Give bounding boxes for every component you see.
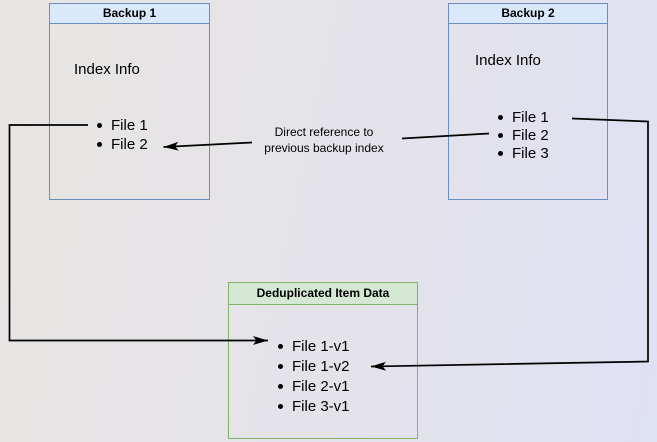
backup1-header: Backup 1 (50, 4, 209, 24)
item-label: File 3-v1 (292, 397, 350, 415)
item-label: File 3 (512, 144, 549, 162)
backup2-header: Backup 2 (449, 4, 607, 24)
backup1-index-info-label: Index Info (74, 61, 140, 78)
bullet-icon (97, 142, 102, 147)
item-label: File 1 (512, 108, 549, 126)
dedup-title: Deduplicated Item Data (256, 286, 390, 300)
item-label: File 2 (111, 136, 148, 153)
bullet-icon (498, 132, 503, 138)
list-item: File 2 (97, 135, 148, 154)
dedup-file-list: File 1-v1 File 1-v2 File 2-v1 File 3-v1 (278, 336, 350, 416)
backup2-index-info-label: Index Info (475, 52, 541, 69)
item-label: File 1 (111, 117, 148, 134)
backup2-box: Backup 2 Index Info File 1 File 2 File 3 (448, 3, 608, 200)
edge-label: Direct reference to previous backup inde… (264, 125, 384, 155)
list-item: File 1 (97, 116, 148, 135)
bullet-icon (97, 123, 102, 128)
item-label: File 2 (512, 126, 549, 144)
item-label: File 1-v2 (292, 357, 350, 375)
bullet-icon (278, 383, 283, 389)
backup2-file-list: File 1 File 2 File 3 (498, 108, 549, 162)
list-item: File 2 (498, 126, 549, 144)
backup1-box: Backup 1 Index Info File 1 File 2 (49, 3, 210, 200)
list-item: File 3-v1 (278, 396, 350, 416)
list-item: File 1 (498, 108, 549, 126)
list-item: File 3 (498, 144, 549, 162)
bullet-icon (498, 114, 503, 120)
backup1-title: Backup 1 (102, 6, 157, 20)
bullet-icon (498, 150, 503, 156)
list-item: File 1-v2 (278, 356, 350, 376)
backup2-title: Backup 2 (501, 6, 555, 20)
backup1-file-list: File 1 File 2 (97, 116, 148, 154)
dedup-box: Deduplicated Item Data File 1-v1 File 1-… (228, 282, 418, 439)
item-label: File 1-v1 (292, 337, 350, 355)
bullet-icon (278, 403, 283, 409)
list-item: File 2-v1 (278, 376, 350, 396)
list-item: File 1-v1 (278, 336, 350, 356)
bullet-icon (278, 363, 283, 369)
dedup-header: Deduplicated Item Data (229, 283, 417, 305)
item-label: File 2-v1 (292, 377, 350, 395)
bullet-icon (278, 343, 283, 349)
